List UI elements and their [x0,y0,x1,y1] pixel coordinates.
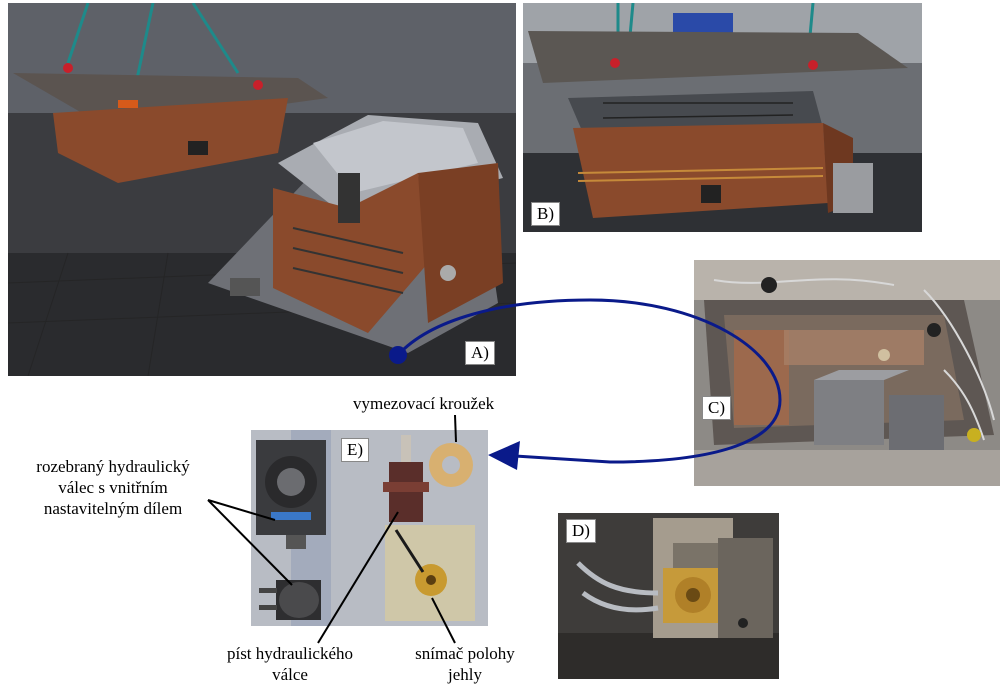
panel-e-label: E) [341,438,370,462]
photo-mould-assembly [8,3,516,376]
caption-cylinder-line2: válec s vnitřním [58,478,168,497]
panel-a-label: A) [465,341,495,365]
caption-cylinder-line3: nastavitelným dílem [43,499,183,518]
caption-sensor-line1: snímač polohy [415,644,515,663]
caption-piston-line2: válce [272,665,308,684]
caption-spacer-ring: vymezovací kroužek [353,394,495,413]
photo-disassembled-parts [251,430,488,626]
panel-d-label: D) [566,519,596,543]
caption-sensor-line2: jehly [448,665,482,684]
panel-b-label: B) [531,202,560,226]
photo-mould-interior [694,260,1000,486]
caption-piston-line1: píst hydraulického [226,644,354,663]
panel-c-label: C) [702,396,731,420]
photo-mould-open [523,3,922,232]
caption-cylinder-line1: rozebraný hydraulický [36,457,190,476]
